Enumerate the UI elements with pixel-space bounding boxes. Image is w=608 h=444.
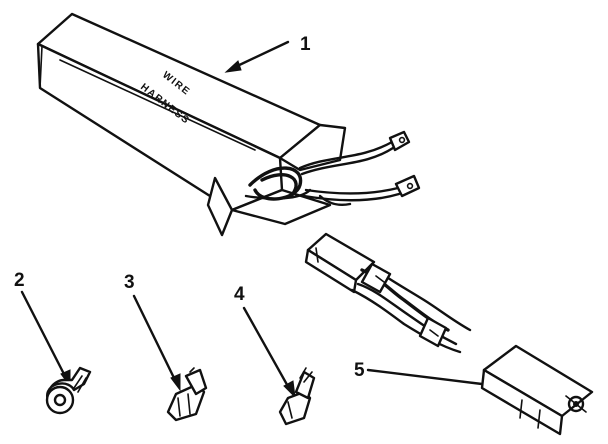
connector-harness xyxy=(304,232,594,436)
callout-4: 4 xyxy=(234,284,296,399)
spade-terminal-crimp xyxy=(184,368,208,396)
box-wire-lead-lower xyxy=(304,186,400,195)
box-side-flap xyxy=(206,176,234,237)
ring-terminal-body xyxy=(46,366,92,404)
callout-2: 2 xyxy=(14,270,71,388)
callout-label-4: 4 xyxy=(234,284,245,305)
callout-arrow-4 xyxy=(242,306,292,392)
flag-terminal xyxy=(278,367,316,426)
callout-label-5: 5 xyxy=(354,360,365,381)
flag-terminal-body xyxy=(278,390,312,426)
callout-label-2: 2 xyxy=(14,270,25,291)
callout-label-1: 1 xyxy=(300,34,311,55)
callout-arrow-1 xyxy=(231,40,290,70)
harness-sleeve-1 xyxy=(360,262,392,294)
box-wire-lead-upper xyxy=(298,140,394,170)
callout-3: 3 xyxy=(124,272,181,392)
ring-terminal xyxy=(45,366,92,415)
callout-leader-5 xyxy=(366,368,484,386)
callout-5: 5 xyxy=(354,360,484,386)
callout-arrow-3 xyxy=(132,294,178,384)
callout-1: 1 xyxy=(224,34,311,73)
ring-terminal-eye xyxy=(45,385,75,415)
spade-terminal xyxy=(166,367,208,422)
wire-harness-package: WIRE HARNESS xyxy=(36,12,421,237)
harness-plug-socket xyxy=(567,395,585,413)
flag-terminal-crimp xyxy=(294,370,316,400)
callout-arrow-2 xyxy=(20,290,68,380)
callout-label-3: 3 xyxy=(124,272,135,293)
